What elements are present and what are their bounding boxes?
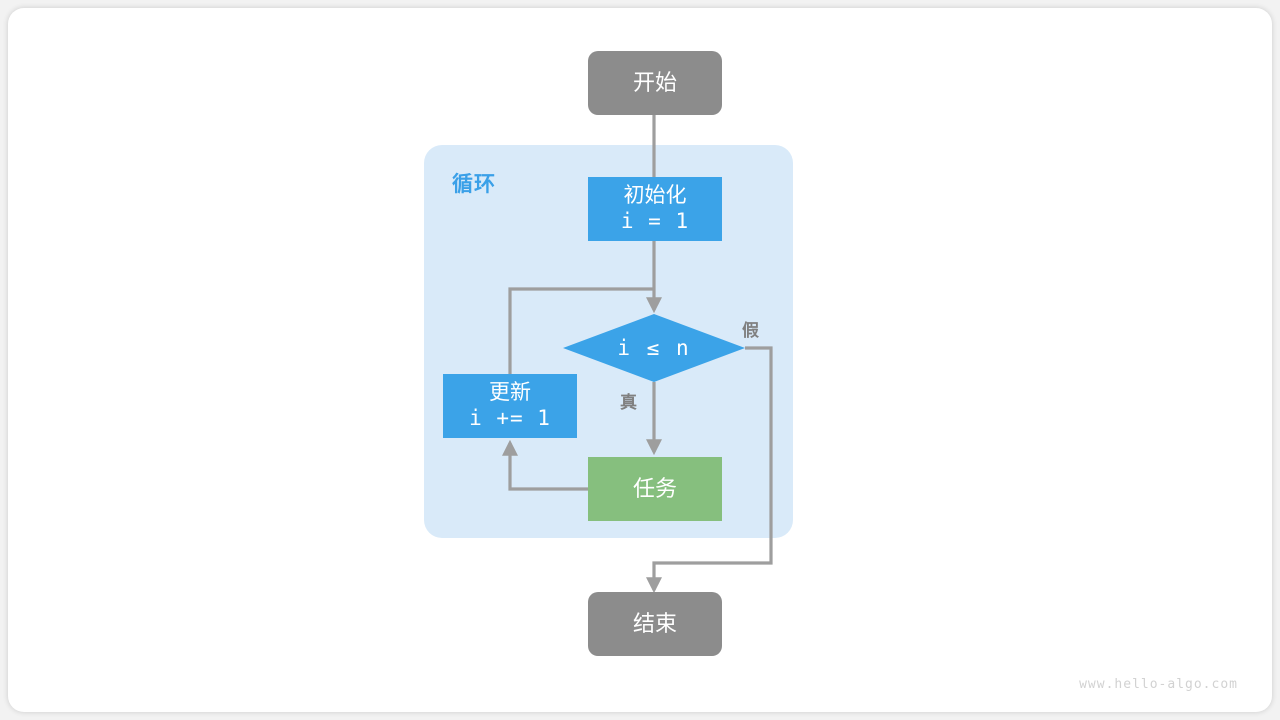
edge-label-true: 真	[620, 393, 637, 412]
node-update: 更新 i += 1	[443, 374, 577, 438]
node-condition: i ≤ n	[563, 314, 745, 382]
node-end-label: 结束	[632, 611, 677, 637]
node-end: 结束	[588, 592, 722, 656]
node-update-label: 更新	[489, 381, 531, 405]
node-init-label: 初始化	[623, 184, 687, 208]
node-init-expression: i = 1	[620, 209, 690, 233]
node-update-expression: i += 1	[469, 406, 551, 430]
loop-container-label: 循环	[452, 173, 496, 196]
node-init: 初始化 i = 1	[588, 177, 722, 241]
watermark: www.hello-algo.com	[1079, 677, 1238, 692]
node-start: 开始	[588, 51, 722, 115]
node-start-label: 开始	[632, 70, 677, 96]
node-task: 任务	[588, 457, 722, 521]
node-task-label: 任务	[632, 476, 677, 502]
node-condition-label: i ≤ n	[617, 336, 691, 360]
edge-label-false: 假	[742, 321, 759, 340]
